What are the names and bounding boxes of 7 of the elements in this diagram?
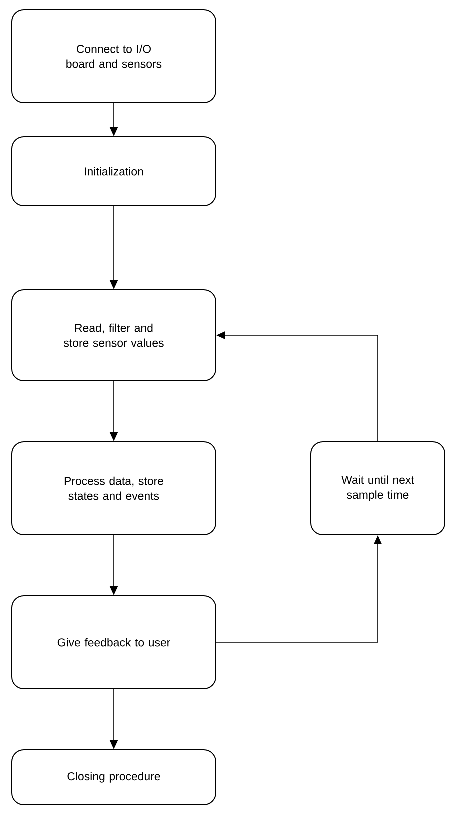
process-box: Give feedback to user <box>12 596 216 690</box>
process-box: Closing procedure <box>12 750 216 806</box>
process-box: Read, filter and store sensor values <box>12 290 216 382</box>
process-box: Initialization <box>12 136 216 206</box>
process-box: Process data, store states and events <box>12 442 216 536</box>
process-box: Connect to I/O board and sensors <box>12 10 216 104</box>
process-box: Wait until next sample time <box>310 442 446 536</box>
